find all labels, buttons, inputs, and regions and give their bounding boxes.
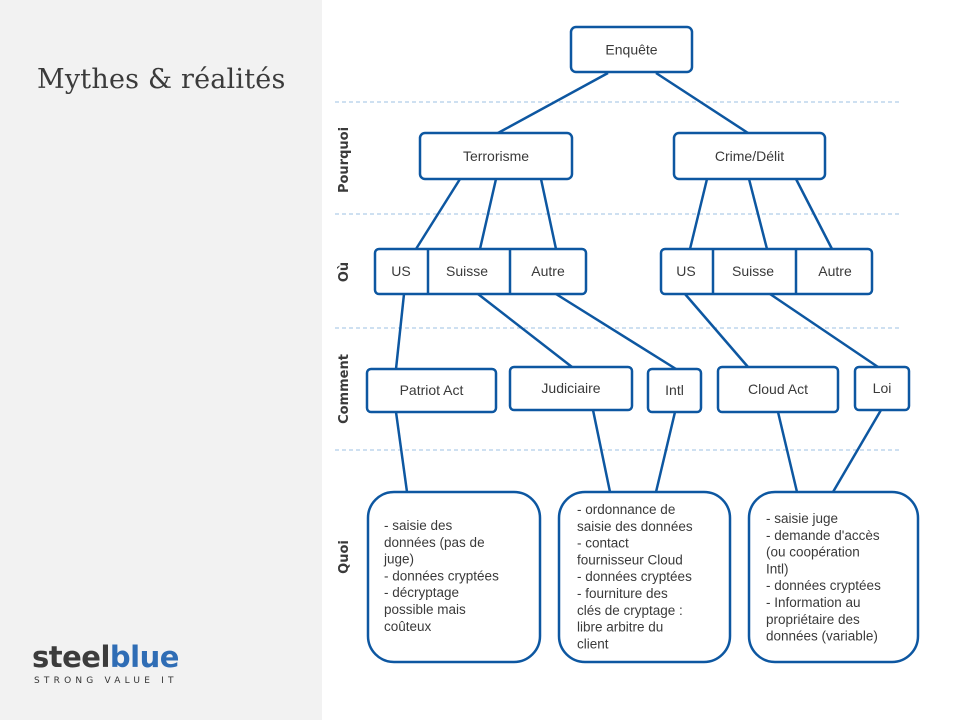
quoi-line: Intl) bbox=[766, 561, 789, 576]
quoi-line: - contact bbox=[577, 536, 629, 551]
quoi-line: propriétaire des bbox=[766, 612, 860, 627]
node-intl: Intl bbox=[646, 367, 703, 414]
quoi-line: coûteux bbox=[384, 619, 432, 634]
quoi-text-cloud-act: - saisie juge - demande d'accès (ou coopér… bbox=[766, 511, 881, 644]
location-us: US bbox=[391, 263, 410, 279]
svg-text:Patriot Act: Patriot Act bbox=[400, 382, 464, 398]
quoi-line: libre arbitre du bbox=[577, 620, 663, 635]
row-label-pourquoi: Pourquoi bbox=[337, 127, 352, 193]
node-patriot-act: Patriot Act bbox=[365, 367, 498, 414]
quoi-box-cloud-act: - saisie juge - demande d'accès (ou coopér… bbox=[747, 490, 920, 664]
row-label-quoi: Quoi bbox=[337, 540, 352, 574]
node-cloud-act: Cloud Act bbox=[716, 365, 840, 414]
quoi-line: possible mais bbox=[384, 602, 466, 617]
quoi-line: - décryptage bbox=[384, 585, 459, 600]
svg-text:Judiciaire: Judiciaire bbox=[541, 380, 600, 396]
node-crime-delit: Crime/Délit bbox=[672, 131, 827, 181]
quoi-line: - données cryptées bbox=[577, 569, 692, 584]
location-group-crime: US Suisse Autre bbox=[659, 247, 874, 296]
location-us: US bbox=[676, 263, 695, 279]
connector-lines bbox=[394, 71, 883, 493]
quoi-line: clés de cryptage : bbox=[577, 603, 683, 618]
logo-wordmark: steelblue bbox=[32, 642, 179, 672]
quoi-line: juge) bbox=[383, 552, 414, 567]
quoi-line: - ordonnance de bbox=[577, 502, 675, 517]
svg-text:Cloud Act: Cloud Act bbox=[748, 381, 808, 397]
node-loi: Loi bbox=[853, 365, 911, 412]
quoi-line: fournisseur Cloud bbox=[577, 552, 683, 567]
logo-tagline: STRONG VALUE IT bbox=[34, 676, 178, 686]
node-enquete: Enquête bbox=[569, 25, 694, 74]
row-label-ou: Où bbox=[337, 262, 352, 282]
row-label-comment: Comment bbox=[337, 354, 352, 424]
logo-word-part1: steel bbox=[32, 640, 110, 674]
quoi-text-patriot-act: - saisie des données (pas de juge)- donnée… bbox=[383, 518, 499, 634]
svg-text:Loi: Loi bbox=[873, 380, 892, 396]
quoi-line: - saisie juge bbox=[766, 511, 838, 526]
location-suisse: Suisse bbox=[732, 263, 774, 279]
logo-word-part2: blue bbox=[109, 640, 180, 674]
node-judiciaire: Judiciaire bbox=[508, 365, 634, 412]
location-autre: Autre bbox=[531, 263, 565, 279]
quoi-line: - fourniture des bbox=[577, 586, 668, 601]
quoi-line: - saisie des bbox=[384, 518, 453, 533]
quoi-line: - données cryptées bbox=[766, 578, 881, 593]
quoi-line: données (variable) bbox=[766, 629, 878, 644]
quoi-text-judiciaire: - ordonnance de saisie des données - conta… bbox=[577, 502, 693, 651]
sidebar-panel bbox=[0, 0, 322, 720]
quoi-box-judiciaire: - ordonnance de saisie des données - conta… bbox=[557, 490, 732, 664]
node-terrorisme: Terrorisme bbox=[418, 131, 574, 181]
slide-title: Mythes & réalités bbox=[37, 64, 286, 95]
quoi-line: client bbox=[577, 636, 609, 651]
quoi-line: - Information au bbox=[766, 595, 861, 610]
location-suisse: Suisse bbox=[446, 263, 488, 279]
svg-text:Terrorisme: Terrorisme bbox=[463, 148, 529, 164]
svg-text:Crime/Délit: Crime/Délit bbox=[715, 148, 784, 164]
location-autre: Autre bbox=[818, 263, 852, 279]
quoi-line: - données cryptées bbox=[384, 568, 499, 583]
quoi-box-patriot-act: - saisie des données (pas de juge)- donnée… bbox=[366, 490, 542, 664]
quoi-line: (ou coopération bbox=[766, 545, 860, 560]
quoi-line: - demande d'accès bbox=[766, 528, 880, 543]
quoi-line: saisie des données bbox=[577, 519, 693, 534]
svg-text:Intl: Intl bbox=[665, 382, 684, 398]
svg-text:Enquête: Enquête bbox=[605, 42, 657, 58]
company-logo: steelblue STRONG VALUE IT bbox=[32, 642, 179, 686]
quoi-line: données (pas de bbox=[384, 535, 485, 550]
location-group-terrorisme: US Suisse Autre bbox=[373, 247, 588, 296]
